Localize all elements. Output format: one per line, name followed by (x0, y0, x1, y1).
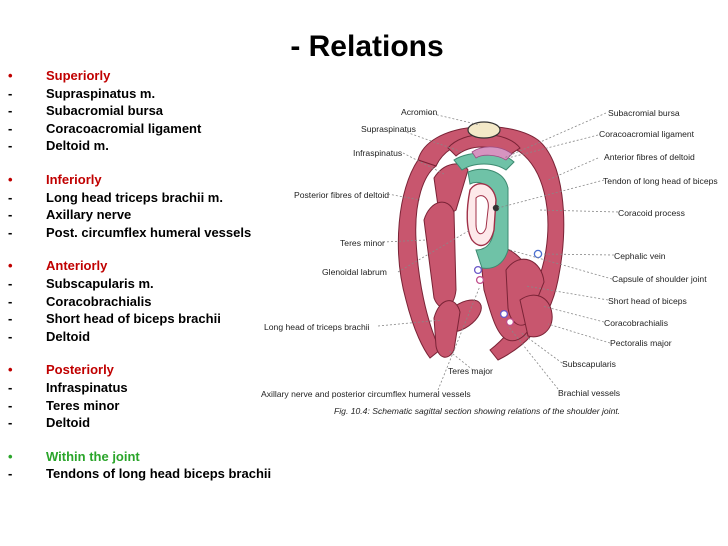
glenoid-inner-shape (475, 195, 489, 235)
list-item: -Axillary nerve (8, 207, 132, 223)
teres-minor-shape (423, 201, 457, 309)
heading-within-joint: •Within the joint (8, 448, 140, 464)
pectoralis-shape (519, 294, 553, 338)
label-coracoacromial: Coracoacromial ligament (599, 129, 695, 139)
label-short-biceps: Short head of biceps (608, 296, 687, 306)
axillary-vessel-shape (473, 265, 483, 275)
label-posterior-deltoid: Posterior fibres of deltoid (294, 190, 389, 200)
label-axillary: Axillary nerve and posterior circumflex … (261, 389, 471, 399)
list-item: -Short head of biceps brachii (8, 311, 221, 327)
list-item: -Tendons of long head biceps brachii (8, 466, 272, 482)
axillary-vessel-shape (475, 275, 485, 285)
list-item: -Deltoid m. (8, 138, 109, 154)
label-long-triceps: Long head of triceps brachii (264, 322, 370, 332)
brachial-vessel-shape (499, 309, 509, 319)
biceps-tendon-shape (492, 204, 500, 212)
label-cephalic: Cephalic vein (614, 251, 666, 261)
label-pectoralis: Pectoralis major (610, 338, 672, 348)
label-anterior-deltoid: Anterior fibres of deltoid (604, 152, 695, 162)
label-tendon-biceps: Tendon of long head of biceps (603, 176, 718, 186)
list-item: -Long head triceps brachii m. (8, 189, 223, 205)
heading-anteriorly: •Anteriorly (8, 258, 108, 274)
label-teres-major: Teres major (448, 366, 493, 376)
list-item: -Post. circumflex humeral vessels (8, 224, 252, 240)
list-item: -Subacromial bursa (8, 103, 164, 119)
deltoid-shape (417, 126, 565, 361)
list-item: -Supraspinatus m. (8, 85, 156, 101)
heading-inferiorly: •Inferiorly (8, 171, 102, 187)
list-item: -Teres minor (8, 397, 120, 413)
list-item: -Subscapularis m. (8, 275, 154, 291)
figure-caption: Fig. 10.4: Schematic sagittal section sh… (334, 406, 620, 416)
heading-superiorly: •Superiorly (8, 68, 111, 83)
label-subscapularis: Subscapularis (562, 359, 616, 369)
list-item: -Infraspinatus (8, 379, 128, 395)
list-item: -Coracoacromial ligament (8, 120, 202, 136)
list-item: -Deltoid (8, 328, 91, 344)
label-coracobrachialis: Coracobrachialis (604, 318, 668, 328)
heading-posteriorly: •Posteriorly (8, 362, 114, 378)
shoulder-section-figure: Acromion Subacromial bursa Supraspinatus… (258, 100, 728, 430)
cephalic-vein-shape (533, 249, 543, 259)
label-coracoid: Coracoid process (618, 208, 685, 218)
label-infraspinatus: Infraspinatus (353, 148, 402, 158)
label-glenoidal: Glenoidal labrum (322, 267, 387, 277)
label-capsule: Capsule of shoulder joint (612, 274, 707, 284)
label-teres-minor: Teres minor (340, 238, 385, 248)
label-subacromial-bursa: Subacromial bursa (608, 108, 680, 118)
coracoacromial-ligament-shape (471, 146, 513, 161)
acromion-shape (467, 121, 501, 139)
figure-svg: Acromion Subacromial bursa Supraspinatus… (261, 107, 718, 416)
slide-title: - Relations (290, 30, 444, 63)
label-brachial: Brachial vessels (558, 388, 620, 398)
teres-major-shape (433, 300, 461, 358)
relations-list: •Superiorly -Supraspinatus m. -Subacromi… (8, 67, 272, 483)
label-acromion: Acromion (401, 107, 438, 117)
label-supraspinatus: Supraspinatus (361, 124, 416, 134)
brachial-vessel-shape (505, 317, 515, 327)
list-item: -Deltoid (8, 415, 91, 431)
list-item: -Coracobrachialis (8, 293, 152, 309)
